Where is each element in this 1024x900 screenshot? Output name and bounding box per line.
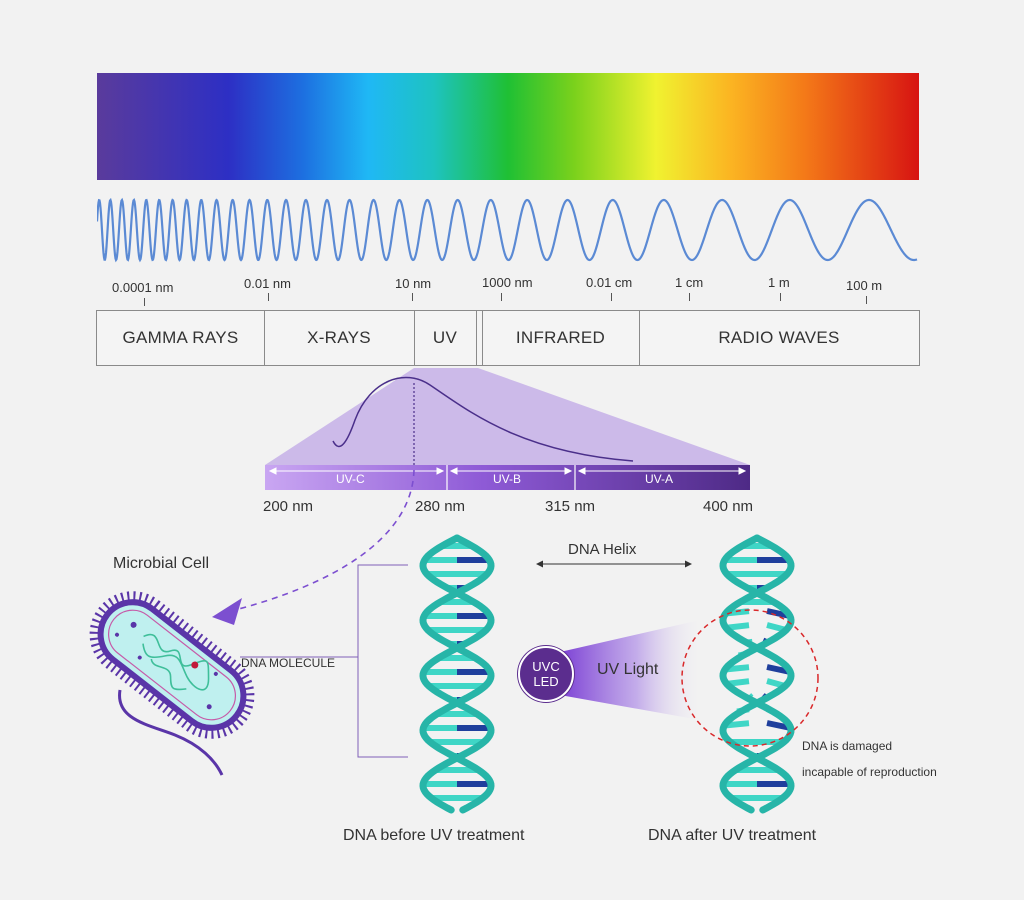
wavelength-wave [97, 197, 918, 263]
scale-tick [780, 293, 781, 301]
uv-scale-200: 200 nm [263, 498, 314, 515]
dna-after-helix [719, 534, 795, 814]
scale-tick [268, 293, 269, 301]
dna-base-pair [727, 622, 750, 631]
scale-label-4: 0.01 cm [586, 275, 633, 290]
dna-backbone [719, 534, 795, 814]
uv-zoom-area [265, 368, 750, 465]
uv-scale-280: 280 nm [415, 498, 466, 515]
dna-molecule-label: DNA MOLECULE [241, 656, 336, 670]
uv-beam [560, 620, 700, 720]
band-divider [482, 311, 483, 365]
uv-light-label: UV Light [597, 661, 659, 678]
dna-helix-label: DNA Helix [568, 541, 637, 558]
uv-to-cell-arrow [234, 469, 415, 611]
dna-base-pair [728, 678, 750, 687]
scale-label-5: 1 cm [675, 275, 704, 290]
subband-uv-a: UV-A [645, 472, 674, 486]
scale-tick [144, 298, 145, 306]
dna-backbone [419, 534, 495, 814]
after-caption: DNA after UV treatment [648, 827, 817, 844]
microbial-cell-label: Microbial Cell [113, 555, 210, 572]
scale-label-0: 0.0001 nm [112, 280, 174, 295]
scale-label-3: 1000 nm [482, 275, 533, 290]
band-divider [476, 311, 477, 365]
subband-uv-b: UV-B [493, 472, 522, 486]
uv-scale-315: 315 nm [545, 498, 596, 515]
scale-tick [689, 293, 690, 301]
scale-label-7: 100 m [846, 278, 883, 293]
dna-bracket [357, 564, 408, 758]
band-divider [414, 311, 415, 365]
dna-before-helix [419, 534, 495, 814]
dna-backbone [719, 534, 795, 814]
band-infrared: INFRARED [515, 328, 606, 347]
incapable-label: incapable of reproduction [802, 765, 937, 779]
uv-scale-400: 400 nm [703, 498, 754, 515]
spectrum-gradient-bar [97, 73, 919, 180]
damage-circle [681, 609, 819, 747]
band-divider [264, 311, 265, 365]
cell-flagellum [118, 689, 224, 776]
band-gamma-rays: GAMMA RAYS [122, 328, 239, 347]
dna-backbone [419, 534, 495, 814]
band-radio-waves: RADIO WAVES [718, 328, 840, 347]
scale-tick [412, 293, 413, 301]
scale-tick [611, 293, 612, 301]
damaged-label: DNA is damaged [802, 739, 893, 753]
scale-label-1: 0.01 nm [244, 276, 291, 291]
absorption-curve [332, 376, 634, 462]
uv-subband-bar [265, 465, 750, 490]
before-caption: DNA before UV treatment [343, 827, 525, 844]
band-uv: UV [432, 328, 458, 347]
subband-uv-c: UV-C [336, 472, 365, 486]
scale-tick [866, 296, 867, 304]
band-x-rays: X-RAYS [307, 328, 371, 347]
spectrum-bands: GAMMA RAYS X-RAYS UV INFRARED RADIO WAVE… [96, 310, 920, 366]
scale-label-2: 10 nm [395, 276, 432, 291]
uvc-led-badge: UVC LED [518, 646, 574, 702]
band-divider [639, 311, 640, 365]
scale-label-6: 1 m [768, 275, 790, 290]
scale-tick [501, 293, 502, 301]
